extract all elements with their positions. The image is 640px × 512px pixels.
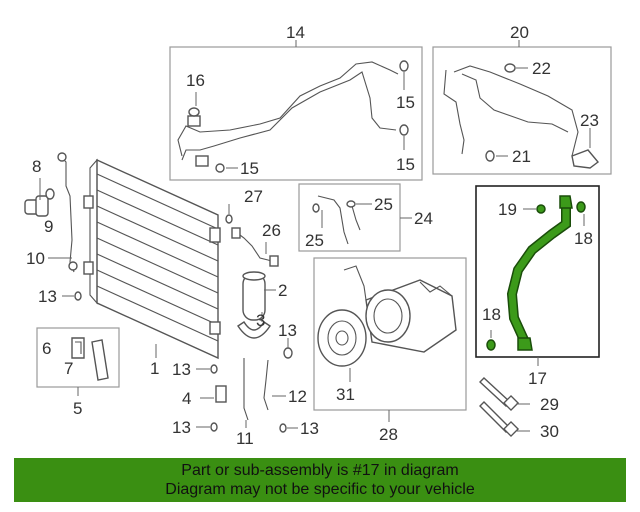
- o-ring-13b: [210, 364, 218, 374]
- o-ring-13c: [210, 422, 218, 432]
- callout-4: 4: [182, 389, 191, 408]
- callout-25a: 25: [305, 231, 324, 250]
- callout-13a: 13: [38, 287, 57, 306]
- callout-15b: 15: [396, 155, 415, 174]
- callout-20: 20: [510, 23, 529, 42]
- o-ring-18b: [486, 339, 496, 351]
- callout-23: 23: [580, 111, 599, 130]
- receiver-drier-2: [242, 271, 266, 321]
- o-ring-21: [485, 150, 495, 162]
- o-ring-27: [225, 214, 233, 224]
- callout-13e: 13: [278, 321, 297, 340]
- callout-31: 31: [336, 385, 355, 404]
- o-ring-15a: [399, 60, 409, 72]
- callout-17a: 17: [528, 369, 547, 388]
- callout-15a: 15: [396, 93, 415, 112]
- group-box-20: [432, 46, 612, 175]
- info-banner: Part or sub-assembly is #17 in diagram D…: [14, 458, 626, 502]
- callout-12: 12: [288, 387, 307, 406]
- o-ring-19: [536, 204, 546, 214]
- callout-13c: 13: [172, 418, 191, 437]
- callout-10: 10: [26, 249, 45, 268]
- callout-8: 8: [32, 157, 41, 176]
- callout-13d: 13: [300, 419, 319, 438]
- valve-cap-9: [24, 195, 49, 217]
- bracket-3: [237, 321, 271, 339]
- callout-22: 22: [532, 59, 551, 78]
- callout-30: 30: [540, 422, 559, 441]
- callout-2: 2: [278, 281, 287, 300]
- callout-28: 28: [379, 425, 398, 444]
- callout-29: 29: [540, 395, 559, 414]
- condenser: [83, 158, 221, 360]
- bolt-30: [479, 401, 520, 438]
- insulator-7: [91, 339, 109, 381]
- callout-1: 1: [150, 359, 159, 378]
- bracket-6: [71, 337, 85, 359]
- line-12: [263, 359, 269, 411]
- callout-5: 5: [73, 399, 82, 418]
- banner-line-1: Part or sub-assembly is #17 in diagram: [181, 462, 459, 479]
- clutch-31: [317, 309, 367, 367]
- liquid-line-10: [57, 152, 78, 273]
- callout-15c: 15: [240, 159, 259, 178]
- callout-19: 19: [498, 200, 517, 219]
- callout-27: 27: [244, 187, 263, 206]
- banner-line-2: Diagram may not be specific to your vehi…: [165, 481, 475, 498]
- pipe-assembly-14: [177, 61, 399, 167]
- o-ring-15b: [399, 124, 409, 136]
- bolt-29: [478, 377, 520, 412]
- o-ring-15c: [215, 163, 225, 173]
- o-ring-13d: [279, 423, 287, 433]
- group-box-28: [313, 257, 467, 411]
- callout-11: 11: [236, 429, 254, 448]
- callout-25b: 25: [374, 195, 393, 214]
- callout-14: 14: [286, 23, 305, 42]
- compressor-28: [343, 265, 457, 353]
- callout-7: 7: [64, 359, 73, 378]
- fitting-26: [231, 227, 241, 239]
- callout-24: 24: [414, 209, 433, 228]
- callout-18b: 18: [482, 305, 501, 324]
- callout-21: 21: [512, 147, 531, 166]
- callout-26: 26: [262, 221, 281, 240]
- callout-13b: 13: [172, 360, 191, 379]
- pipe-assembly-20: [443, 65, 600, 169]
- o-ring-16: [188, 107, 200, 117]
- o-ring-13e: [283, 347, 293, 359]
- hose-26: [235, 231, 275, 263]
- o-ring-22: [504, 63, 516, 73]
- discharge-hose-17: [506, 195, 573, 351]
- callout-16: 16: [186, 71, 205, 90]
- o-ring-13a: [74, 291, 82, 301]
- callout-9: 9: [44, 217, 53, 236]
- callout-3: 3: [256, 311, 265, 330]
- o-ring-18a: [576, 201, 586, 213]
- fitting-26b: [269, 255, 279, 267]
- o-ring-9: [45, 188, 55, 200]
- callout-6: 6: [42, 339, 51, 358]
- callout-18a: 18: [574, 229, 593, 248]
- bracket-4: [215, 385, 227, 403]
- line-11: [243, 358, 249, 421]
- hose-assembly-24: [312, 195, 361, 245]
